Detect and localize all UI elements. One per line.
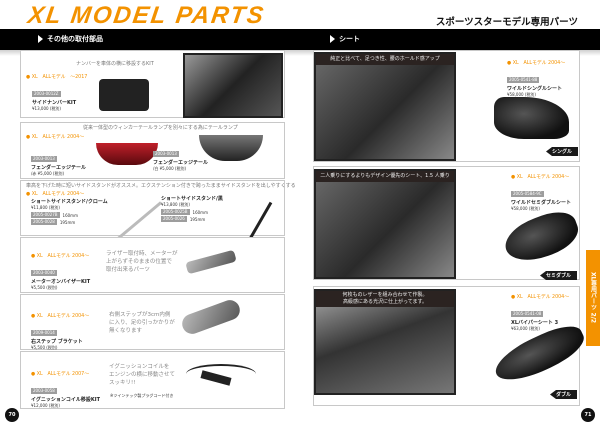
catalog-title: XL MODEL PARTS — [26, 2, 267, 29]
product-photo-bike-rear — [183, 53, 283, 118]
seat-photo-single: 純正と比べて、足つき性、腰のホールド感アップ — [314, 52, 456, 161]
catalog-subtitle: スポーツスターモデル専用パーツ — [435, 17, 578, 28]
product-info: XL ALLモデル 2007～ 2003-0058 イグニッションコイル移設KI… — [31, 370, 100, 409]
panel-side-number: ナンバーを車体の横に移設するKIT XL ALLモデル ～2017 2003-0… — [20, 50, 285, 118]
seat-type-tag: ダブル — [550, 390, 578, 399]
page-number-left: 70 — [5, 408, 19, 422]
product-info: XL ALLモデル ～2017 2003-0012Z サイドナンバーKIT ¥1… — [26, 73, 88, 112]
product-info: XL ALLモデル 2004～ 2005-0584-9C ワイルドセミダブルシー… — [511, 173, 571, 212]
product-description: イグニッションコイルをエンジンの横に移動させてスッキリ!! — [109, 364, 176, 386]
product-image-clear-tail — [199, 135, 263, 161]
panel-ignition-coil: XL ALLモデル 2007～ 2003-0058 イグニッションコイル移設KI… — [20, 351, 285, 409]
product-info: ショートサイドスタンド/クローム ¥11,800 (税別) 2005-0027B… — [31, 199, 108, 225]
panel-step-bracket: XL ALLモデル 2004～ 2009-0014 右ステップ ブラケット ¥5… — [20, 294, 285, 350]
section-heading-other-parts: その他の取付部品 — [38, 34, 103, 44]
panel-tail-lamp: 従来一体型のウィンカーテールランプを別々にする為にテールランプ XL ALLモデ… — [20, 122, 285, 179]
product-image-number-plate — [99, 79, 149, 111]
product-image-meter-bracket — [185, 249, 237, 275]
product-image-single-seat — [494, 97, 569, 139]
product-image-plug-cords — [186, 364, 256, 384]
chapter-tab[interactable]: XL専用パーツ 2/2 — [586, 250, 600, 346]
product-image-step-bracket — [179, 297, 243, 337]
triangle-icon — [330, 35, 335, 43]
product-info: 2003-0013 フェンダーエッジテール /赤 ¥5,000 (税別) — [31, 156, 87, 176]
section-band — [0, 29, 600, 50]
product-info: XL ALLモデル 2004～ 2005-0541-88 ワイルドシングルシート… — [507, 59, 565, 98]
product-info: XL ALLモデル 2004～ 2003-0040 メーターオンバイザーKIT … — [31, 252, 90, 291]
panel-double-seat: 何枚ものレザーを組み合わせて作製。高級感にある光沢に仕上がってます。 XL AL… — [313, 286, 590, 406]
product-info: XL ALLモデル 2004～ 2005-0541-08 XLバイパーシート 3… — [511, 293, 569, 332]
seat-type-tag: セミダブル — [540, 271, 578, 280]
product-description: 右側ステップが3cm内側に入り、足の引っかかりが無くなります — [109, 312, 175, 334]
product-info: 2003-0013 フェンダーエッジテール /白 ¥5,000 (税別) — [153, 151, 209, 171]
page-number-right: 71 — [581, 408, 595, 422]
panel-single-seat: 純正と比べて、足つき性、腰のホールド感アップ XL ALLモデル 2004～ 2… — [313, 50, 580, 162]
panel-meter-visor: XL ALLモデル 2004～ 2003-0040 メーターオンバイザーKIT … — [20, 237, 285, 293]
panel-side-stand: 車高を下げた時に短いサイドスタンドがオススメ。エクステンション付きで跨ったままサ… — [20, 180, 296, 243]
product-info: XL ALLモデル 2004～ 2009-0014 右ステップ ブラケット ¥5… — [31, 312, 89, 351]
seat-type-tag: シングル — [546, 147, 579, 156]
seat-photo-semi-double: 二人乗りにするよりもデザイン優先のシート、1.5 人乗り — [314, 169, 456, 279]
product-description: ライザー取付時、メーターが上がらずそのままの位置で取付出来るパーツ — [106, 251, 178, 273]
panel-semi-double-seat: 二人乗りにするよりもデザイン優先のシート、1.5 人乗り XL ALLモデル 2… — [313, 166, 584, 280]
section-heading-seat: シート — [330, 34, 360, 44]
product-image-red-tail — [96, 143, 158, 165]
product-image-semi-double-seat — [499, 205, 584, 269]
triangle-icon — [38, 35, 43, 43]
seat-photo-double: 何枚ものレザーを組み合わせて作製。高級感にある光沢に仕上がってます。 — [314, 289, 456, 395]
